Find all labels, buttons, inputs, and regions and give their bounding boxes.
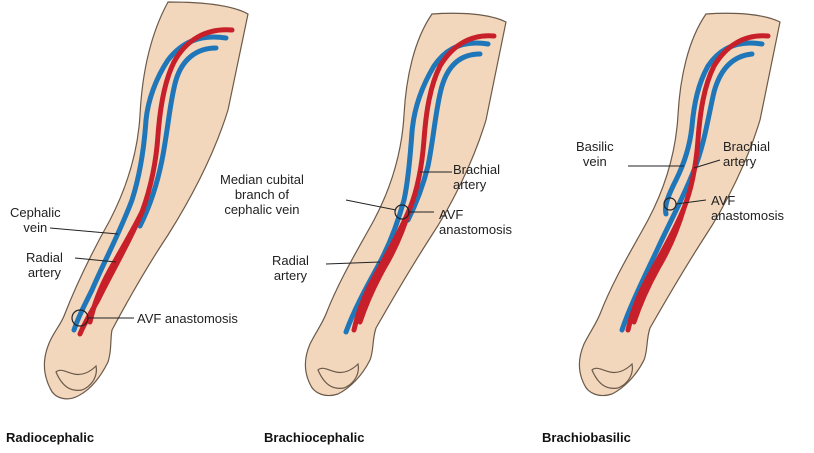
label-brachial-artery: Brachial artery xyxy=(723,139,770,169)
label-basilic-vein: Basilic vein xyxy=(576,139,614,169)
label-avf-anastomosis: AVF anastomosis xyxy=(439,207,512,237)
caption-brachiobasilic: Brachiobasilic xyxy=(542,430,631,445)
label-median-cubital: Median cubital branch of cephalic vein xyxy=(220,172,304,217)
label-brachial-artery: Brachial artery xyxy=(453,162,500,192)
panel-radiocephalic: Cephalic vein Radial artery AVF anastomo… xyxy=(0,0,280,453)
arm-illustration-brachiobasilic xyxy=(534,0,814,453)
label-cephalic-vein: Cephalic vein xyxy=(10,205,61,235)
label-avf-anastomosis: AVF anastomosis xyxy=(711,193,784,223)
label-radial-artery: Radial artery xyxy=(26,250,63,280)
label-radial-artery: Radial artery xyxy=(272,253,309,283)
caption-brachiocephalic: Brachiocephalic xyxy=(264,430,364,445)
label-avf-anastomosis: AVF anastomosis xyxy=(137,311,238,326)
arm-skin xyxy=(306,13,507,395)
caption-radiocephalic: Radiocephalic xyxy=(6,430,94,445)
panel-brachiobasilic: Basilic vein Brachial artery AVF anastom… xyxy=(534,0,814,453)
panel-brachiocephalic: Median cubital branch of cephalic vein B… xyxy=(262,0,552,453)
